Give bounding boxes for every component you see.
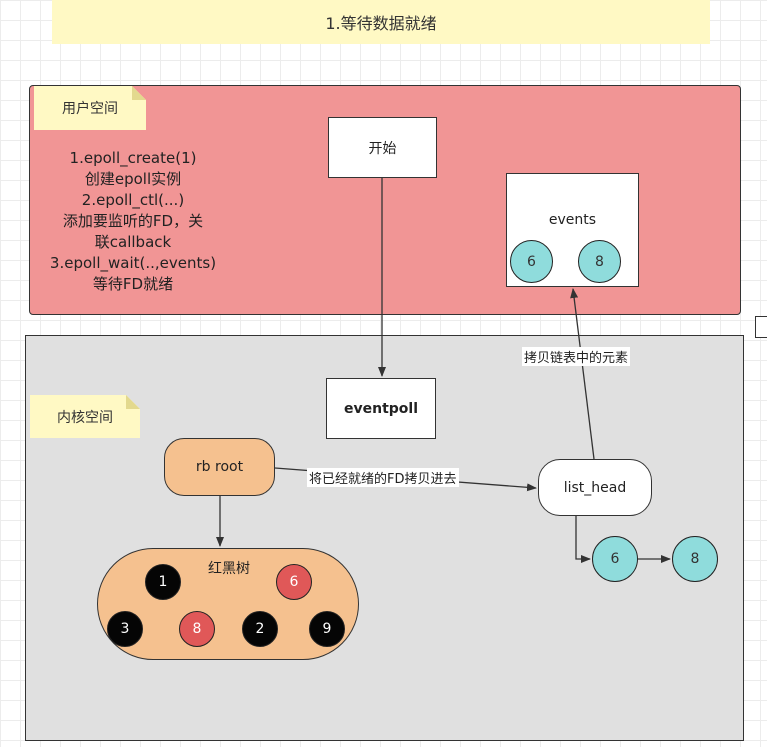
step-line: 1.epoll_create(1) (69, 149, 197, 167)
events-label: events (548, 212, 597, 228)
rb-node-3: 3 (107, 611, 143, 647)
arrow-listhead-to-events (570, 288, 595, 460)
step-line: 等待FD就绪 (92, 275, 174, 293)
step-line: 创建epoll实例 (84, 170, 182, 188)
rb-node-9: 9 (309, 611, 345, 647)
steps-text: 1.epoll_create(1) 创建epoll实例 2.epoll_ctl(… (38, 148, 228, 295)
step-line: 添加要监听的FD，关 (62, 212, 204, 230)
rb-tree-label: 红黑树 (208, 561, 250, 577)
rb-root-node: rb root (164, 438, 275, 496)
step-line: 3.epoll_wait(..,events) (49, 254, 217, 272)
arrow-listhead-to-item6 (575, 516, 591, 563)
offscreen-box (755, 316, 767, 338)
events-item-8: 8 (578, 240, 621, 283)
events-item-6: 6 (510, 240, 553, 283)
kernel-space-label: 内核空间 (57, 409, 113, 426)
title-text: 1.等待数据就绪 (325, 14, 437, 33)
step-line: 2.epoll_ctl(...) (81, 191, 185, 209)
user-space-label-note: 用户空间 (34, 86, 146, 130)
list-item-8: 8 (672, 536, 718, 582)
edge-label-copy-list-elements: 拷贝链表中的元素 (522, 347, 631, 366)
rb-node-6: 6 (276, 564, 312, 600)
title-banner: 1.等待数据就绪 (52, 0, 710, 44)
rb-root-label: rb root (195, 459, 244, 475)
rb-node-2: 2 (242, 611, 278, 647)
step-line: 联callback (94, 233, 172, 251)
start-box: 开始 (328, 117, 437, 178)
start-label: 开始 (368, 140, 397, 157)
edge-label-copy-ready-fd: 将已经就绪的FD拷贝进去 (307, 468, 459, 487)
user-space-label: 用户空间 (62, 101, 118, 117)
list-item-6: 6 (592, 536, 638, 582)
kernel-space-label-note: 内核空间 (30, 395, 140, 438)
eventpoll-box: eventpoll (326, 378, 436, 439)
rb-node-8: 8 (179, 611, 215, 647)
eventpoll-label: eventpoll (343, 400, 418, 417)
list-head-node: list_head (538, 459, 652, 516)
rb-node-1: 1 (145, 564, 181, 600)
list-head-label: list_head (563, 479, 627, 496)
